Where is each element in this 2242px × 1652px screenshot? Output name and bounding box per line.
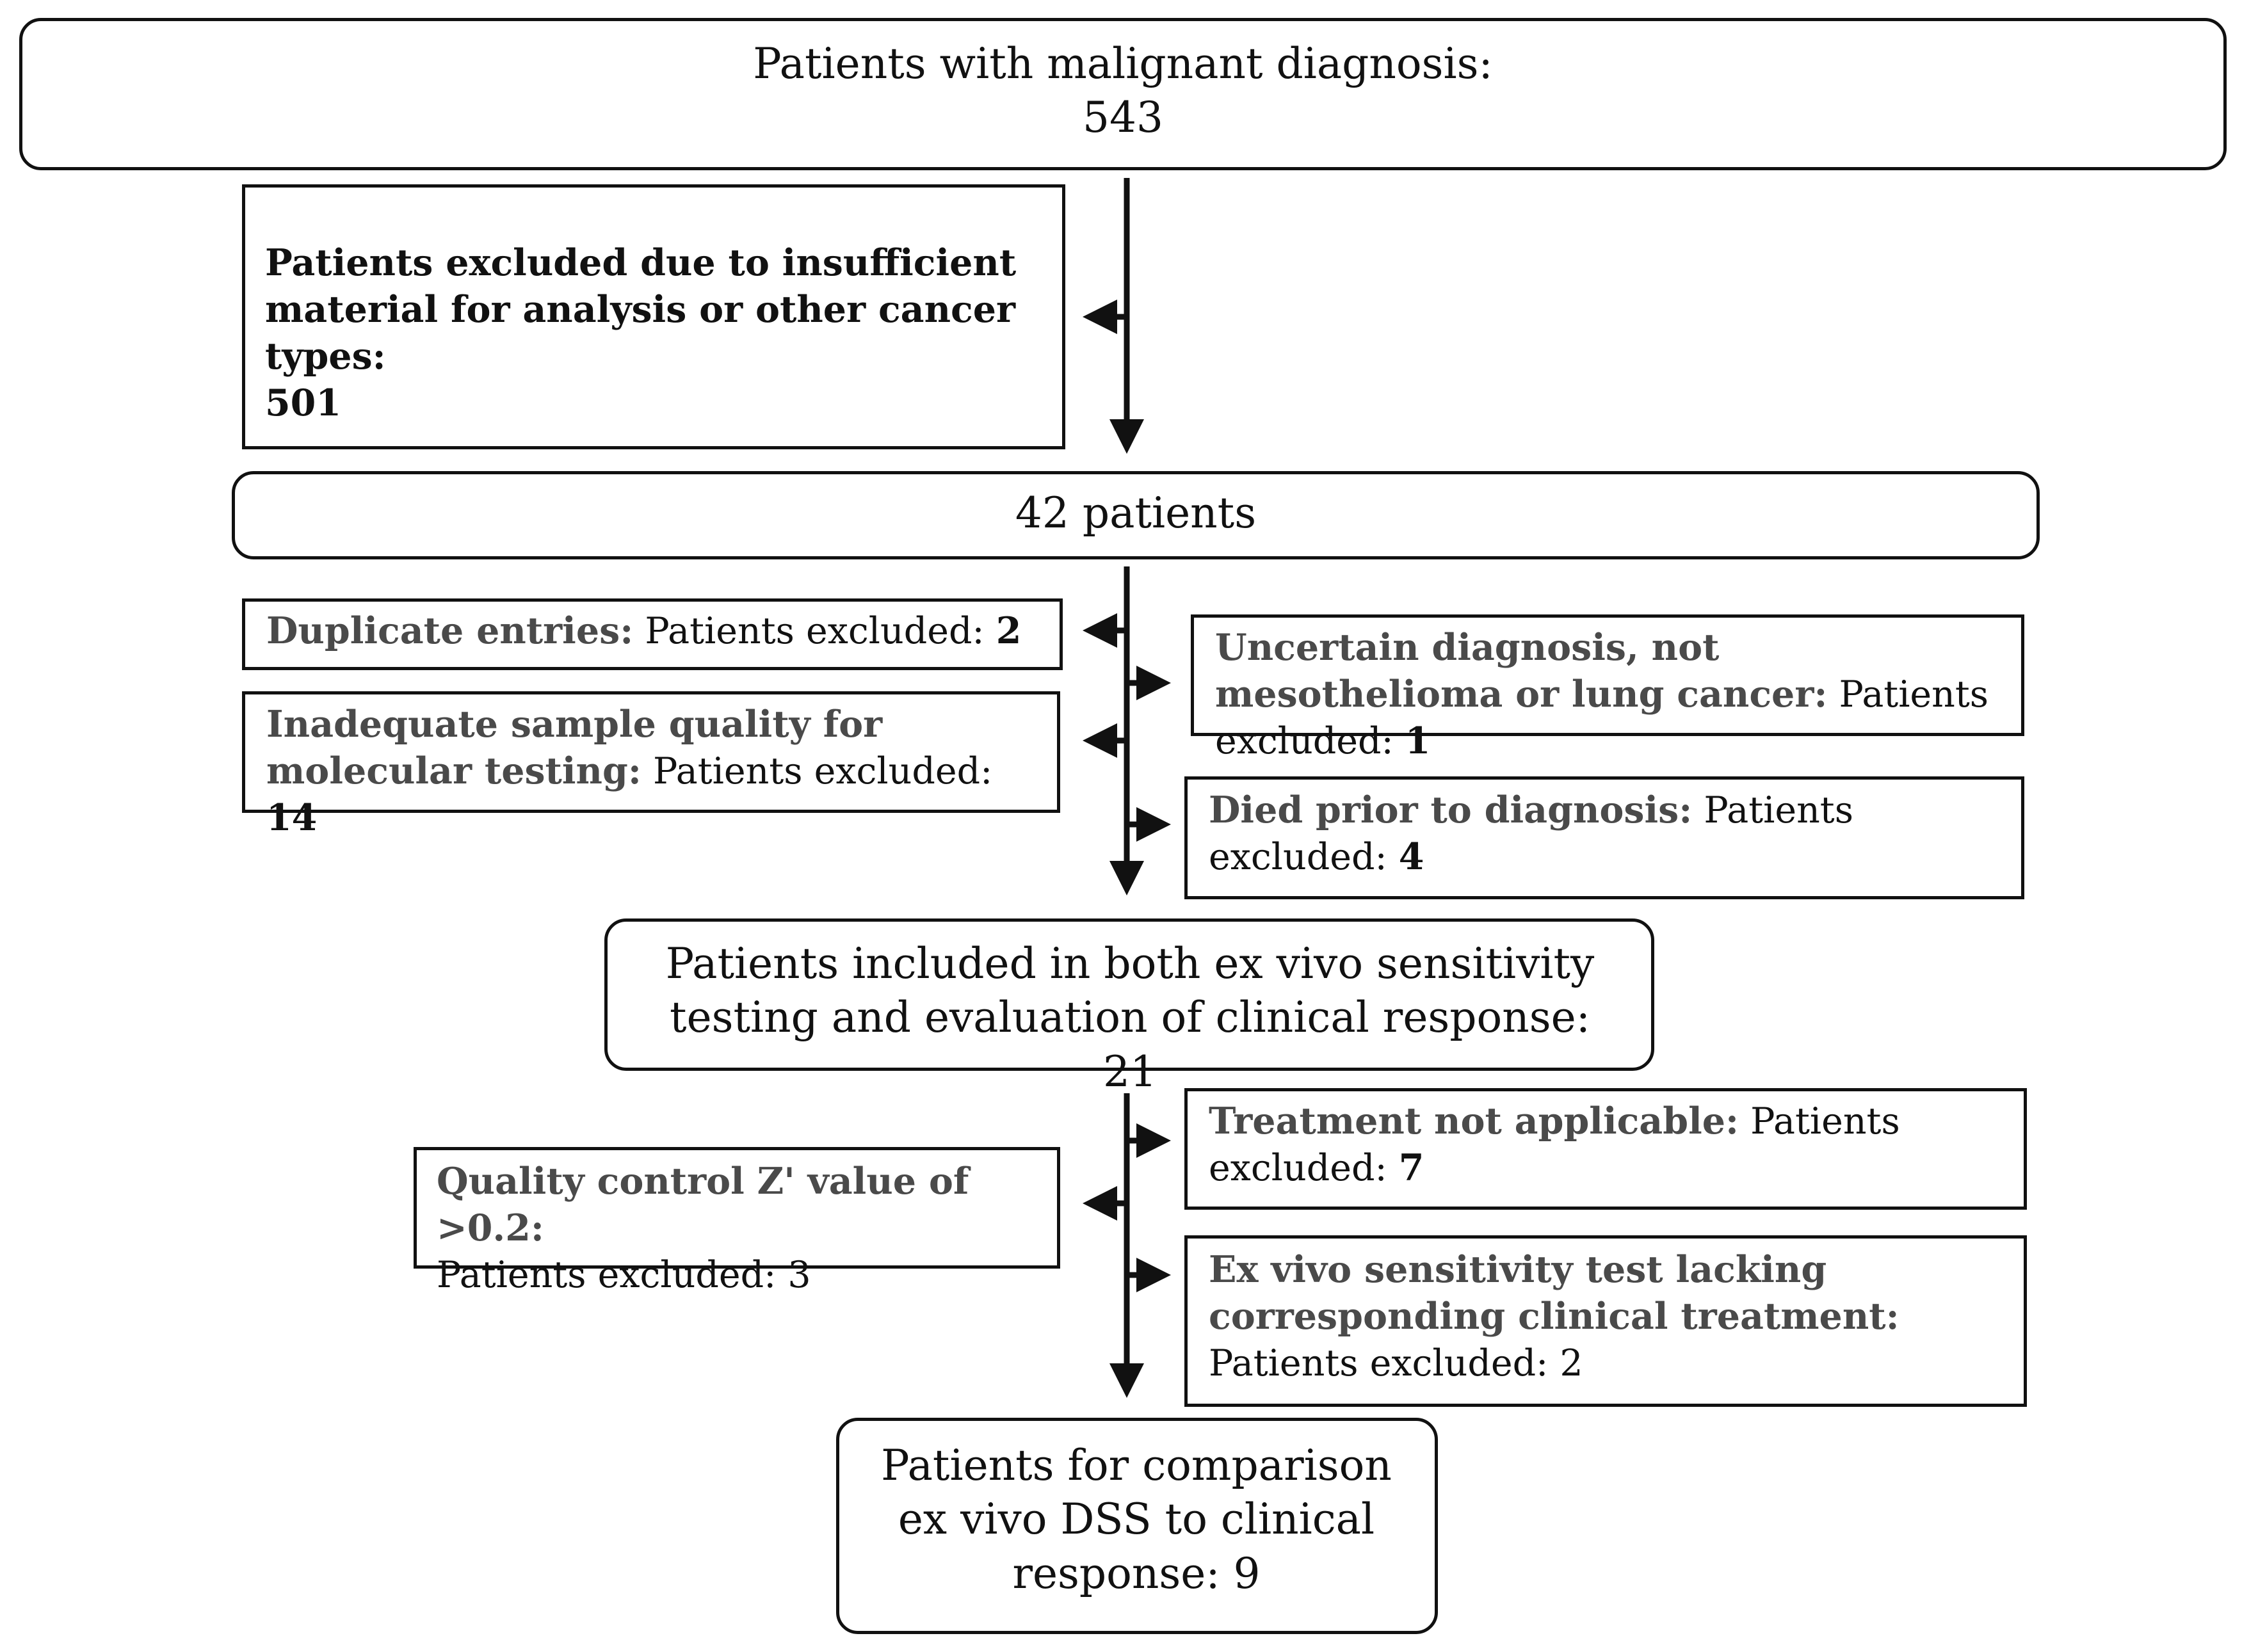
box-malignant-diagnosis (19, 18, 2227, 170)
duplicate-count: 2 (996, 609, 1022, 652)
box-quality-control-text: Quality control Z' value of >0.2: Patien… (437, 1159, 1051, 1299)
inadequate-label: Inadequate sample quality for molecular … (266, 703, 883, 792)
excluded-insufficient-count: 501 (265, 381, 341, 424)
box-died-prior (1184, 776, 2024, 899)
died-count: 4 (1398, 835, 1424, 878)
uncertain-label: Uncertain diagnosis, not mesothelioma or… (1215, 626, 1828, 716)
box-quality-control (414, 1147, 1060, 1269)
box-uncertain-diagnosis (1191, 614, 2024, 736)
notapp-count: 7 (1398, 1146, 1424, 1189)
box-inadequate-sample-text: Inadequate sample quality for molecular … (266, 702, 1047, 842)
box-inadequate-sample (242, 691, 1060, 813)
box-duplicate-entries (242, 598, 1063, 670)
inadequate-count: 14 (266, 796, 318, 839)
duplicate-text: Patients excluded: (633, 610, 996, 652)
box-excluded-insufficient (242, 184, 1065, 449)
died-label: Died prior to diagnosis: (1209, 789, 1693, 831)
box-42-patients (232, 471, 2040, 559)
box-included-both-text: Patients included in both ex vivo sensit… (665, 939, 1595, 1096)
box-died-prior-text: Died prior to diagnosis: Patients exclud… (1209, 787, 2017, 881)
box-treatment-not-applicable (1184, 1088, 2027, 1210)
box-42-patients-text: 42 patients (1015, 488, 1257, 538)
excluded-insufficient-label: Patients excluded due to insufficient ma… (265, 241, 1017, 378)
box-excluded-insufficient-text: Patients excluded due to insufficient ma… (265, 240, 1059, 427)
duplicate-label: Duplicate entries: (266, 609, 634, 652)
box-treatment-not-applicable-text: Treatment not applicable: Patients exclu… (1209, 1098, 2003, 1192)
malignant-count: 543 (1083, 93, 1163, 143)
box-duplicate-entries-text: Duplicate entries: Patients excluded: 2 (266, 608, 1054, 655)
notapp-text: Patients excluded: (1209, 1100, 1900, 1189)
lacking-text: Patients excluded: 2 (1209, 1342, 1583, 1384)
box-final-comparison-text: Patients for comparison ex vivo DSS to c… (881, 1441, 1392, 1598)
box-lacking-clinical-treatment (1184, 1235, 2027, 1407)
died-text: Patients excluded: (1209, 789, 1853, 878)
uncertain-count: 1 (1405, 719, 1431, 762)
box-lacking-clinical-treatment-text: Ex vivo sensitivity test lacking corresp… (1209, 1247, 2015, 1387)
uncertain-text: Patients excluded: (1215, 673, 1989, 762)
lacking-label: Ex vivo sensitivity test lacking corresp… (1209, 1248, 1899, 1338)
box-included-both (604, 918, 1654, 1071)
inadequate-text: Patients excluded: (641, 750, 993, 792)
box-uncertain-diagnosis-text: Uncertain diagnosis, not mesothelioma or… (1215, 625, 2015, 765)
notapp-label: Treatment not applicable: (1209, 1100, 1739, 1143)
box-final-comparison (836, 1418, 1438, 1634)
box-malignant-diagnosis-text: Patients with malignant diagnosis: 543 (19, 37, 2227, 145)
qc-text: Patients excluded: 3 (437, 1253, 811, 1296)
malignant-title: Patients with malignant diagnosis: (753, 39, 1493, 88)
qc-label: Quality control Z' value of >0.2: (437, 1160, 969, 1249)
